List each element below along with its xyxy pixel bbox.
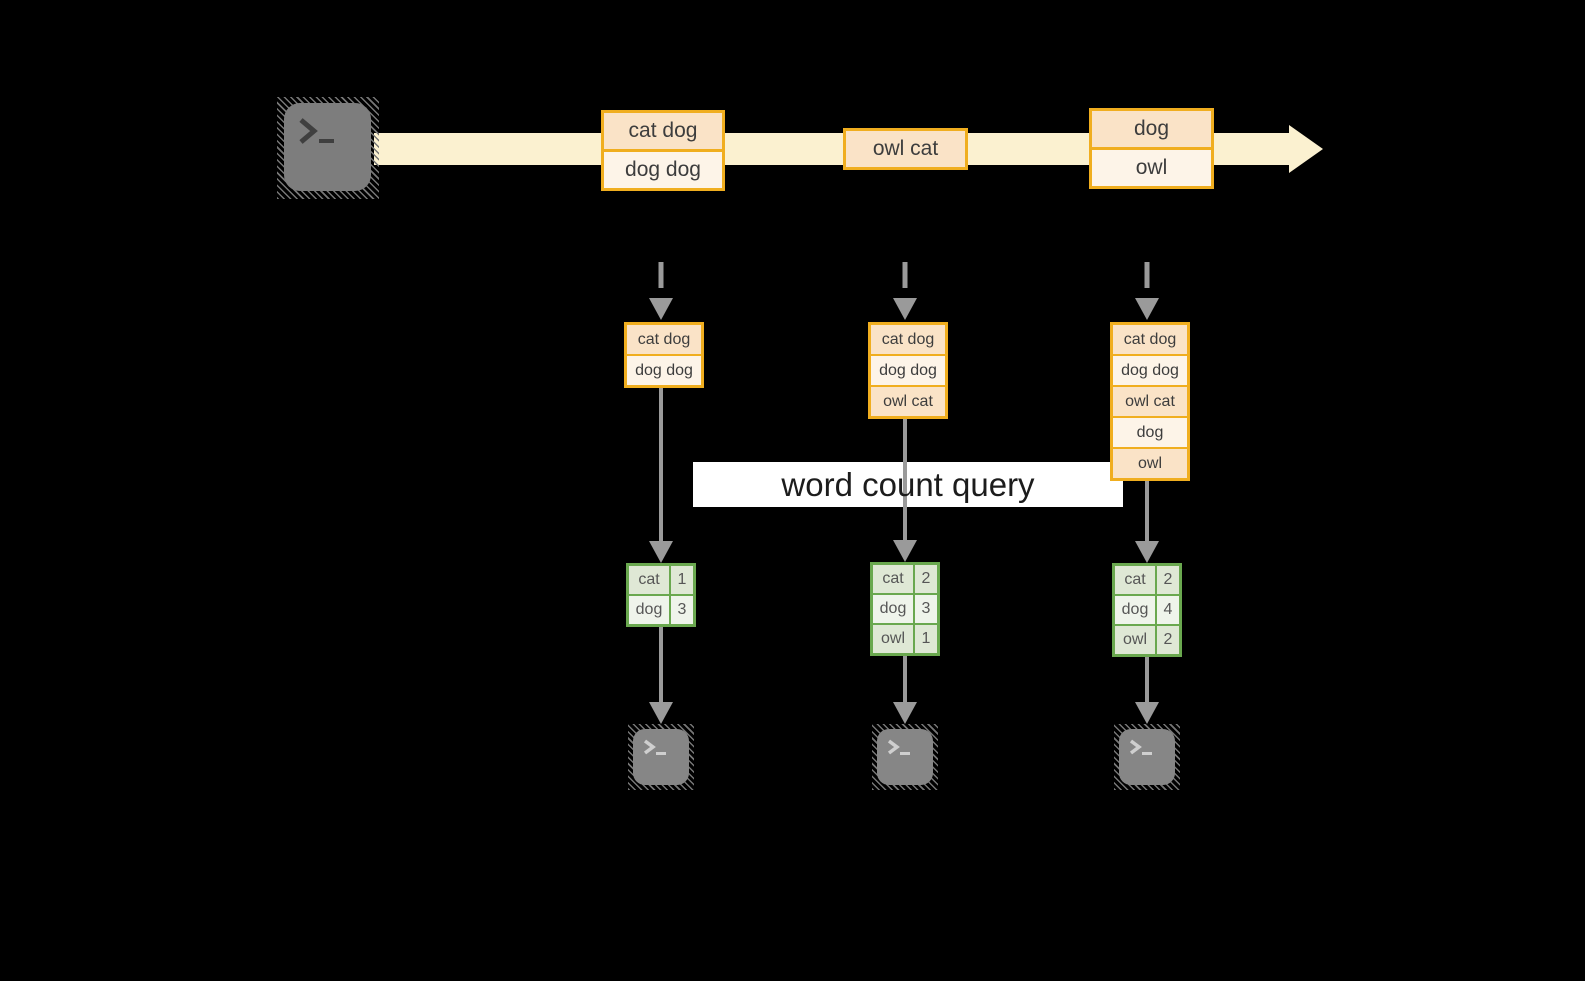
accumulated-line: dog dog [871,356,945,385]
accumulated-batch: cat dog dog dog [624,322,704,388]
word-cell: cat [873,565,913,593]
accumulated-line: dog [1113,418,1187,447]
accumulated-line: cat dog [627,325,701,354]
output-arrow [893,656,917,724]
accumulated-batch: cat dog dog dog owl cat dog owl [1110,322,1190,481]
word-cell: dog [1115,596,1155,624]
accumulated-line: dog dog [1113,356,1187,385]
process-arrow [649,388,673,563]
process-arrow [893,419,917,562]
query-label-background [693,462,1123,507]
word-cell: cat [1115,566,1155,594]
word-cell: cat [629,566,669,594]
terminal-prompt-icon [643,739,666,755]
count-cell: 3 [671,596,693,624]
count-cell: 2 [1157,566,1179,594]
output-arrow [649,627,673,724]
word-count-table: cat 1 dog 3 [626,563,696,627]
stream-arrow-head [1289,125,1323,173]
output-arrow [1135,657,1159,724]
source-terminal-icon [277,97,379,199]
output-terminal-icon [1114,724,1180,790]
accumulated-line: owl [1113,449,1187,478]
accumulated-line: owl cat [1113,387,1187,416]
count-cell: 1 [671,566,693,594]
output-terminal-icon [872,724,938,790]
terminal-window [877,729,933,785]
batch-line: dog dog [604,152,722,188]
batch-line: owl [1092,150,1211,186]
count-cell: 3 [915,595,937,623]
accumulated-line: cat dog [871,325,945,354]
output-terminal-icon [628,724,694,790]
count-cell: 2 [915,565,937,593]
terminal-prompt-icon [299,118,334,144]
count-cell: 4 [1157,596,1179,624]
ingest-arrow [893,262,917,320]
batch-line: cat dog [604,113,722,149]
stream-batch: cat dog dog dog [601,110,725,191]
word-count-table: cat 2 dog 4 owl 2 [1112,563,1182,657]
accumulated-line: owl cat [871,387,945,416]
process-arrow [1135,481,1159,563]
batch-line: dog [1092,111,1211,147]
word-count-table: cat 2 dog 3 owl 1 [870,562,940,656]
batch-line: owl cat [846,131,965,167]
terminal-window [284,103,371,191]
word-cell: dog [629,596,669,624]
accumulated-batch: cat dog dog dog owl cat [868,322,948,419]
ingest-arrow [649,262,673,320]
word-cell: dog [873,595,913,623]
terminal-prompt-icon [887,739,910,755]
terminal-window [1119,729,1175,785]
stream-batch: dog owl [1089,108,1214,189]
query-label: word count query [781,465,1035,503]
word-cell: owl [1115,626,1155,654]
count-cell: 1 [915,625,937,653]
terminal-window [633,729,689,785]
ingest-arrow [1135,262,1159,320]
accumulated-line: cat dog [1113,325,1187,354]
stream-batch: owl cat [843,128,968,170]
word-cell: owl [873,625,913,653]
terminal-prompt-icon [1129,739,1152,755]
count-cell: 2 [1157,626,1179,654]
accumulated-line: dog dog [627,356,701,385]
